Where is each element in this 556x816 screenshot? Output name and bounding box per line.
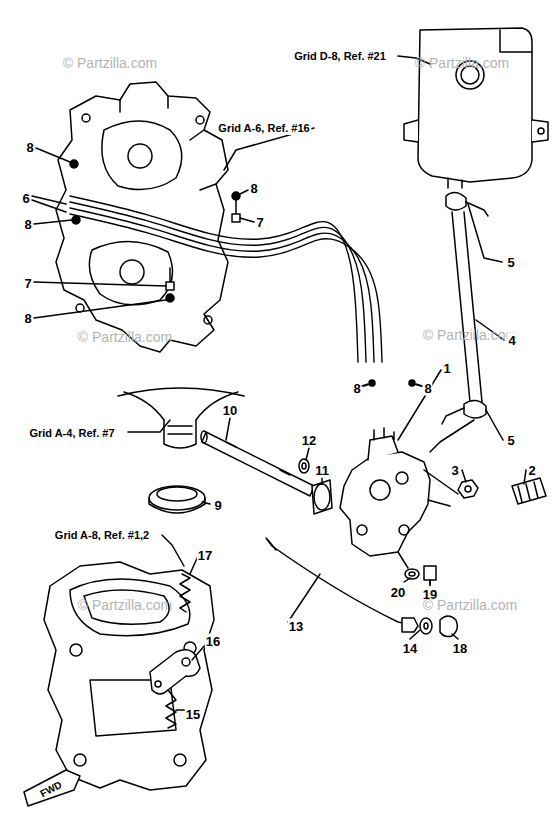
watermark: © Partzilla.com [415,55,509,71]
callout-number: 5 [506,433,515,448]
callout-number: 14 [402,641,418,656]
callout-number: 12 [301,433,317,448]
callout-number: 16 [205,634,221,649]
callout-number: 1 [442,361,451,376]
watermark: © Partzilla.com [423,597,517,613]
callout-number: 20 [390,585,406,600]
callout-number: 4 [507,333,516,348]
callout-number: 9 [213,498,222,513]
callout-number: 8 [249,181,258,196]
oil-line [70,196,358,362]
callout-number: 8 [423,381,432,396]
callout-number: 8 [352,381,361,396]
callout-number: 13 [288,619,304,634]
callout-number: 8 [23,311,32,326]
callout-number: 8 [23,217,32,232]
callout-number: 7 [255,215,264,230]
oil-line [70,214,382,362]
oil-line [70,202,366,362]
callout-number: 6 [21,191,30,206]
callout-number: 18 [452,641,468,656]
grid-reference: Grid A-8, Ref. #1,2 [53,528,151,542]
watermark: © Partzilla.com [63,55,157,71]
grid-reference: Grid A-6, Ref. #16 [216,121,311,135]
callout-number: 17 [197,548,213,563]
watermark: © Partzilla.com [78,597,172,613]
watermark: © Partzilla.com [78,329,172,345]
callout-number: 3 [450,463,459,478]
callout-number: 10 [222,403,238,418]
callout-number: 11 [314,463,330,478]
callout-number: 2 [527,463,536,478]
callout-number: 5 [506,255,515,270]
grid-reference: Grid D-8, Ref. #21 [292,49,388,63]
watermark: © Partzilla.com [423,327,517,343]
callout-number: 15 [185,707,201,722]
callout-number: 8 [25,140,34,155]
callout-number: 7 [23,276,32,291]
grid-reference: Grid A-4, Ref. #7 [27,426,116,440]
